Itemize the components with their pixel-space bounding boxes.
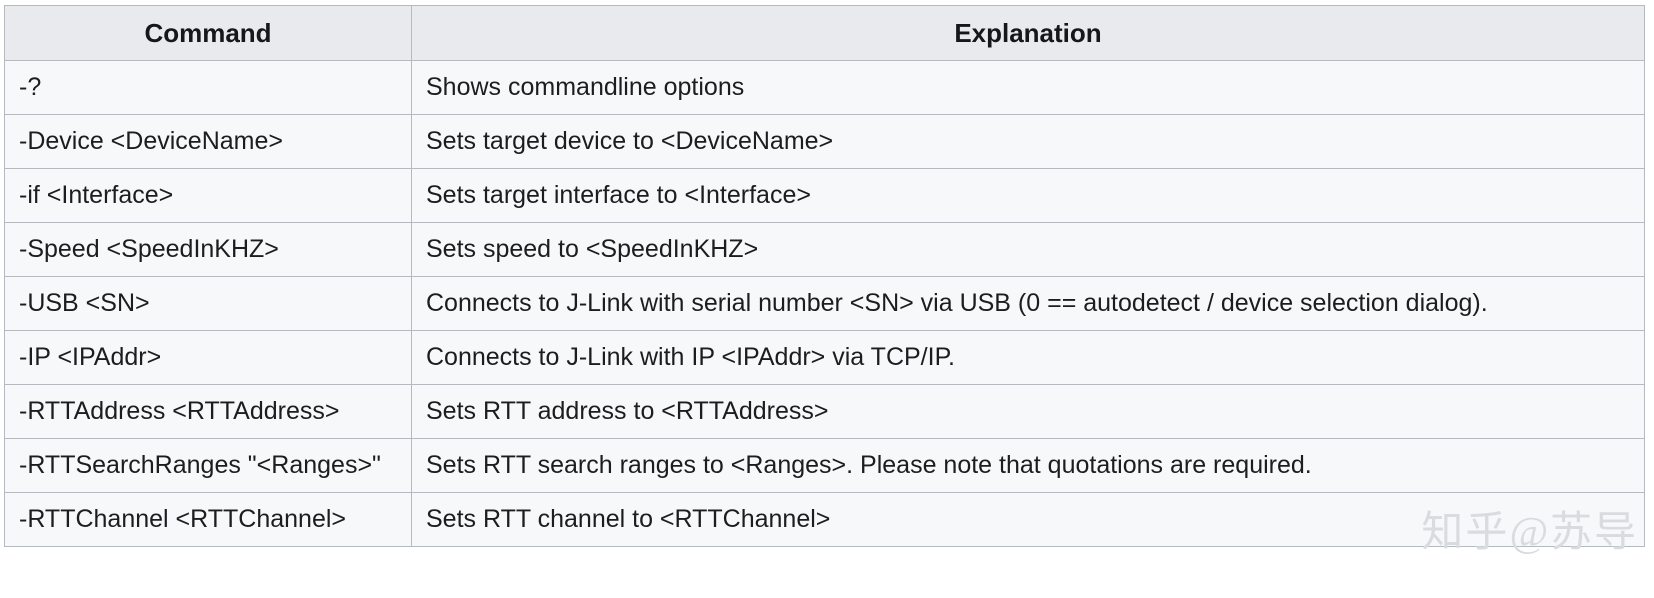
cell-command: -RTTSearchRanges "<Ranges>" [4,438,412,493]
column-header-command: Command [4,5,412,61]
cell-command: -RTTAddress <RTTAddress> [4,384,412,439]
table-row: -RTTSearchRanges "<Ranges>" Sets RTT sea… [4,438,1645,493]
command-reference-table-container: Command Explanation -? Shows commandline… [4,5,1645,547]
table-row: -USB <SN> Connects to J-Link with serial… [4,276,1645,331]
cell-command: -Device <DeviceName> [4,114,412,169]
table-header: Command Explanation [4,5,1645,61]
cell-explanation: Sets RTT search ranges to <Ranges>. Plea… [411,438,1645,493]
cell-explanation: Sets RTT address to <RTTAddress> [411,384,1645,439]
cell-explanation: Sets speed to <SpeedInKHZ> [411,222,1645,277]
table-row: -Device <DeviceName> Sets target device … [4,114,1645,169]
table-row: -? Shows commandline options [4,60,1645,115]
cell-explanation: Connects to J-Link with IP <IPAddr> via … [411,330,1645,385]
cell-explanation: Sets target device to <DeviceName> [411,114,1645,169]
cell-explanation: Connects to J-Link with serial number <S… [411,276,1645,331]
cell-command: -USB <SN> [4,276,412,331]
cell-explanation: Sets RTT channel to <RTTChannel> [411,492,1645,547]
column-header-explanation: Explanation [411,5,1645,61]
cell-command: -IP <IPAddr> [4,330,412,385]
table-row: -if <Interface> Sets target interface to… [4,168,1645,223]
table-row: -IP <IPAddr> Connects to J-Link with IP … [4,330,1645,385]
cell-command: -? [4,60,412,115]
cell-explanation: Shows commandline options [411,60,1645,115]
table-body: -? Shows commandline options -Device <De… [4,60,1645,547]
command-reference-table: Command Explanation -? Shows commandline… [4,5,1645,547]
table-row: -Speed <SpeedInKHZ> Sets speed to <Speed… [4,222,1645,277]
table-header-row: Command Explanation [4,5,1645,61]
cell-command: -RTTChannel <RTTChannel> [4,492,412,547]
table-row: -RTTChannel <RTTChannel> Sets RTT channe… [4,492,1645,547]
cell-explanation: Sets target interface to <Interface> [411,168,1645,223]
cell-command: -if <Interface> [4,168,412,223]
table-row: -RTTAddress <RTTAddress> Sets RTT addres… [4,384,1645,439]
cell-command: -Speed <SpeedInKHZ> [4,222,412,277]
